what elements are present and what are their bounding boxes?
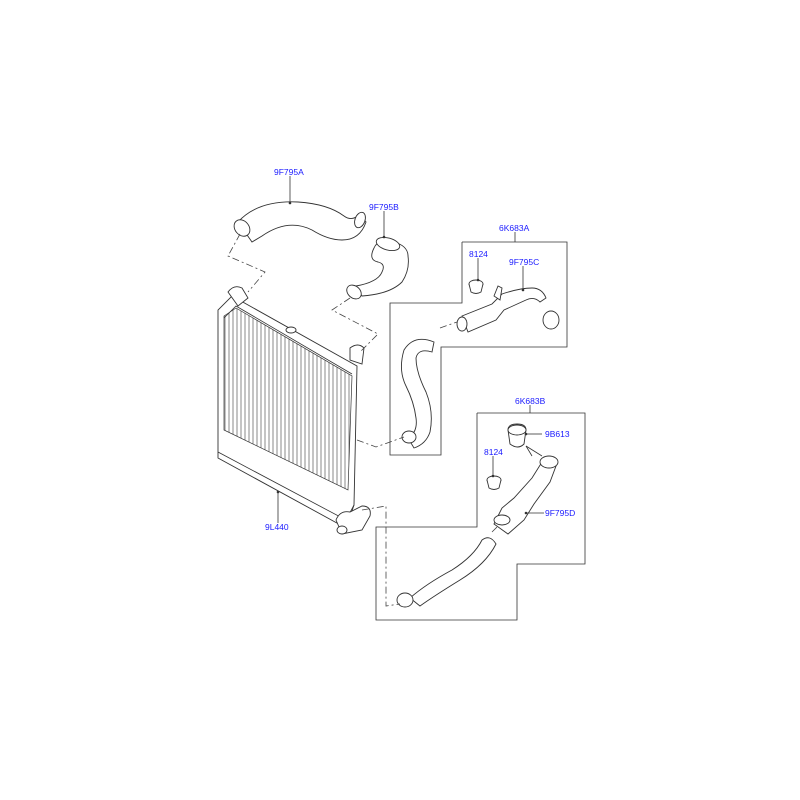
hose-kit-a[interactable] — [401, 338, 435, 449]
label-9f795b[interactable]: 9F795B — [369, 202, 399, 212]
connection-line — [439, 321, 458, 329]
connection-line — [361, 505, 401, 607]
seal-9b613[interactable] — [507, 423, 527, 448]
connection-line — [227, 233, 266, 293]
label-6k683b[interactable]: 6K683B — [515, 396, 546, 406]
kit-b-boundary — [375, 412, 586, 621]
pipe-9f795c[interactable] — [456, 285, 560, 333]
label-9b613[interactable]: 9B613 — [545, 429, 570, 439]
connection-line — [331, 297, 379, 353]
leader-lines — [276, 176, 544, 523]
label-9l440[interactable]: 9L440 — [265, 522, 289, 532]
connection-line — [491, 525, 499, 533]
plug-8124-a[interactable] — [468, 279, 484, 294]
label-9f795d[interactable]: 9F795D — [545, 508, 575, 518]
label-8124-b[interactable]: 8124 — [484, 447, 503, 457]
hose-kit-b[interactable] — [396, 537, 497, 608]
hose-9f795b[interactable] — [344, 235, 409, 302]
label-6k683a[interactable]: 6K683A — [499, 223, 530, 233]
label-9f795a[interactable]: 9F795A — [274, 167, 304, 177]
hose-9f795a[interactable] — [231, 201, 368, 243]
kit-a-boundary — [389, 241, 568, 456]
label-8124-a[interactable]: 8124 — [469, 249, 488, 259]
connection-line — [356, 436, 405, 448]
intercooler[interactable] — [217, 286, 371, 535]
plug-8124-b[interactable] — [486, 475, 502, 490]
pipe-9f795d[interactable] — [493, 455, 559, 535]
label-9f795c[interactable]: 9F795C — [509, 257, 539, 267]
